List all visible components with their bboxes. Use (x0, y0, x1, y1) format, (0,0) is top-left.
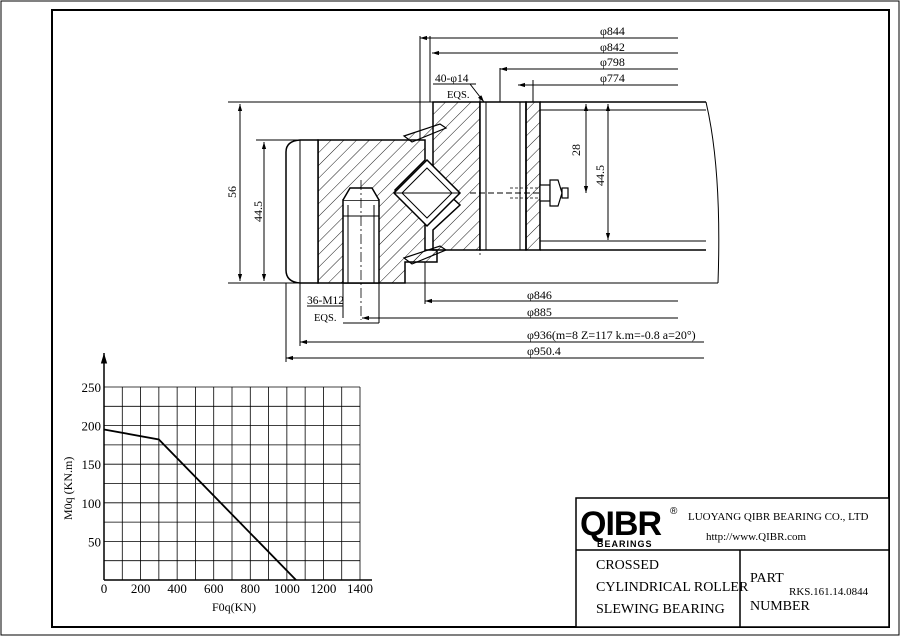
chart-xlabel: F0q(KN) (212, 600, 256, 614)
dim-44-5-right: 44.5 (593, 165, 607, 186)
chart-x-tick-label: 1200 (310, 581, 336, 596)
part-label1: PART (750, 571, 784, 586)
title-block: QIBR BEARINGS ® LUOYANG QIBR BEARING CO.… (575, 497, 890, 628)
dim-842: φ842 (600, 40, 625, 54)
product-line3: SLEWING BEARING (596, 602, 725, 617)
chart-y-tick-label: 150 (82, 457, 102, 472)
grease-nipple-base (539, 184, 551, 202)
dim-44-5-left: 44.5 (251, 201, 265, 222)
bearing-cross-section (285, 96, 720, 320)
part-label2: NUMBER (750, 599, 811, 614)
grease-nipple-hex (549, 179, 563, 207)
chart-y-tick-label: 50 (88, 534, 101, 549)
dim-56: 56 (225, 186, 239, 198)
drawing-frame (51, 9, 890, 628)
chart-ylabel: M0q (KN.m) (61, 457, 75, 520)
chart-x-tick-label: 800 (241, 581, 261, 596)
dim-846: φ846 (527, 288, 552, 302)
brand-subtitle: BEARINGS (597, 539, 653, 549)
inner-ring-bore (525, 101, 541, 251)
chart-series-line (103, 428, 297, 581)
chart-x-tick-label: 1000 (274, 581, 300, 596)
product-line2: CYLINDRICAL ROLLER (596, 580, 749, 595)
dim-885: φ885 (527, 305, 552, 319)
break-line (705, 101, 720, 284)
chart-x-tick-label: 600 (204, 581, 224, 596)
dim-774: φ774 (600, 71, 625, 85)
dim-798: φ798 (600, 55, 625, 69)
logo-area (578, 501, 679, 547)
chart-ticks: 0 200 400 600 800 1000 1200 1400 50 100 150 200 250 (82, 380, 374, 596)
chart-x-tick-label: 400 (167, 581, 187, 596)
grease-nipple-tip (561, 187, 569, 199)
through-hole (479, 101, 527, 251)
dim-holes-bottom: 36-M12 (307, 295, 344, 307)
outer-ring-rim (285, 139, 319, 284)
dim-950: φ950.4 (527, 344, 561, 358)
dim-844: φ844 (600, 24, 625, 38)
dimensions: φ844 φ842 φ798 φ774 40-φ14 EQS. 56 44.5 … (225, 24, 704, 362)
product-line1: CROSSED (596, 558, 659, 573)
dim-holes-top-eqs: EQS. (447, 90, 469, 101)
roller-inner (401, 167, 453, 219)
dim-28: 28 (569, 144, 583, 156)
chart-y-tick-label: 250 (82, 380, 102, 395)
upper-seal (402, 123, 448, 143)
registered-mark: ® (670, 506, 678, 517)
chart-x-tick-label: 1400 (347, 581, 373, 596)
chart-x-tick-label: 200 (131, 581, 151, 596)
chart-x-tick-label: 0 (101, 581, 108, 596)
chart-y-tick-label: 100 (82, 496, 102, 511)
dim-holes-bottom-eqs: EQS. (314, 313, 336, 324)
dim-936: φ936(m=8 Z=117 k.m=-0.8 a=20°) (527, 328, 696, 342)
lower-seal (402, 245, 448, 265)
company-website: http://www.QIBR.com (706, 531, 807, 543)
part-number: RKS.161.14.0844 (789, 586, 869, 598)
chart-y-tick-label: 200 (82, 419, 102, 434)
chart-grid (104, 386, 361, 580)
dim-holes-top: 40-φ14 (435, 73, 469, 85)
brand-logo: QIBR (580, 505, 661, 543)
company-name: LUOYANG QIBR BEARING CO., LTD (688, 511, 869, 523)
